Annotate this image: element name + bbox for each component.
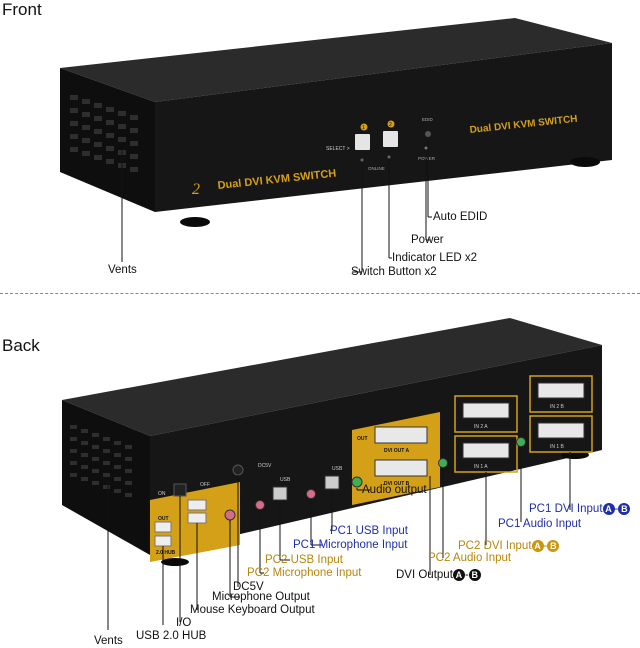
badge-b-icon: B: [547, 540, 560, 552]
back-vents: [70, 425, 132, 497]
dash-text: -: [614, 503, 619, 516]
pc2-dvi-input-a[interactable]: [462, 402, 510, 419]
callout-pc2-usb-input: PC2 USB Input: [265, 554, 343, 566]
button-1-number: 1: [362, 125, 365, 131]
edid-label: EDID: [422, 117, 434, 122]
mouse-keyboard-port-top[interactable]: [187, 499, 207, 511]
callout-pc2-audio-input: PC2 Audio Input: [428, 552, 512, 564]
pc1-dvi-input-text: PC1 DVI Input: [529, 503, 603, 516]
audio-output-jack[interactable]: [351, 476, 363, 488]
badge-b-icon: B: [618, 503, 631, 515]
callout-io: I/O: [176, 617, 192, 629]
callout-usb-hub: USB 2.0 HUB: [136, 630, 207, 642]
switch-button-1[interactable]: [355, 134, 370, 150]
dvi-out-b-label: DVI OUT B: [384, 481, 410, 487]
pc2-microphone-input[interactable]: [255, 500, 265, 510]
hub-label: 2.0 HUB: [156, 550, 176, 556]
callout-pc1-microphone-input: PC1 Microphone Input: [293, 539, 408, 551]
badge-a-icon: A: [452, 569, 465, 581]
front-device-label-small: 2: [192, 181, 200, 198]
pc2-dvi-input-text: PC2 DVI Input: [458, 540, 532, 553]
pc1-audio-input[interactable]: [516, 437, 526, 447]
callout-pc2-microphone-input: PC2 Microphone Input: [247, 567, 362, 579]
callout-pc1-usb-input: PC1 USB Input: [330, 525, 408, 537]
pc2-audio-input[interactable]: [438, 458, 448, 468]
pc1-dvi-input-b[interactable]: [537, 422, 585, 439]
callout-mouse-keyboard-output: Mouse Keyboard Output: [190, 604, 315, 616]
callout-front-vents: Vents: [108, 264, 137, 276]
front-vents: [70, 95, 138, 172]
usb-hub-port-top[interactable]: [154, 521, 172, 533]
dc5v-port-label: DC5V: [258, 463, 272, 469]
auto-edid-button[interactable]: [425, 131, 431, 137]
mouse-keyboard-port-bottom[interactable]: [187, 512, 207, 524]
in1a-label: IN 1 A: [474, 464, 488, 470]
select-label: SELECT >: [326, 146, 350, 152]
usb-label-2: USB: [280, 477, 291, 483]
dvi-out-a-port[interactable]: [374, 426, 428, 444]
section-divider: [0, 293, 640, 294]
callout-back-vents: Vents: [94, 635, 123, 647]
badge-a-icon: A: [531, 540, 544, 552]
back-title: Back: [2, 336, 40, 355]
pc2-dvi-input-b[interactable]: [462, 442, 510, 459]
switch-button-2[interactable]: [383, 131, 398, 147]
callout-indicator-led: Indicator LED x2: [392, 252, 478, 264]
callout-switch-button: Switch Button x2: [351, 266, 437, 278]
pc1-dvi-input-a[interactable]: [537, 382, 585, 399]
online-label: ONLINE: [368, 166, 385, 171]
power-led: [424, 146, 428, 150]
microphone-output-jack[interactable]: [224, 509, 236, 521]
io-switch[interactable]: [173, 483, 187, 497]
callout-audio-output: Audio output: [362, 484, 427, 496]
dc5v-port[interactable]: [232, 464, 244, 476]
callout-power: Power: [411, 234, 444, 246]
callout-pc1-audio-input: PC1 Audio Input: [498, 518, 582, 530]
indicator-led-1: [360, 158, 364, 162]
usb-hub-port-bottom[interactable]: [154, 535, 172, 547]
on-label: ON: [158, 491, 166, 497]
dash-text: -: [543, 540, 548, 553]
front-device: 2 Dual DVI KVM SWITCH Dual DVI KVM SWITC…: [60, 18, 612, 227]
dvi-out-a-label: DVI OUT A: [384, 448, 409, 454]
in2a-label: IN 2 A: [474, 424, 488, 430]
in2b-label: IN 2 B: [550, 404, 565, 410]
pc1-microphone-input[interactable]: [306, 489, 316, 499]
back-device: OUT 2.0 HUB ON OFF DC5V USB USB OUT DVI …: [62, 318, 602, 566]
callout-microphone-output: Microphone Output: [212, 591, 310, 603]
pc1-usb-input[interactable]: [324, 475, 340, 490]
out-label-2: OUT: [357, 436, 368, 442]
front-title: Front: [2, 0, 42, 19]
out-label-1: OUT: [158, 516, 169, 522]
badge-a-icon: A: [602, 503, 615, 515]
usb-label-1: USB: [332, 466, 343, 472]
callout-dc5v: DC5V: [233, 581, 264, 593]
indicator-led-2: [387, 155, 391, 159]
in1b-label: IN 1 B: [550, 444, 565, 450]
pc2-usb-input[interactable]: [272, 486, 288, 501]
off-label: OFF: [200, 482, 210, 488]
power-label: POWER: [418, 156, 436, 161]
badge-b-icon: B: [468, 569, 481, 581]
dvi-output-text: DVI Output: [396, 569, 453, 582]
button-2-number: 2: [389, 122, 392, 128]
callout-auto-edid: Auto EDID: [433, 211, 488, 223]
dvi-out-b-port[interactable]: [374, 459, 428, 477]
dash-text: -: [464, 569, 469, 582]
